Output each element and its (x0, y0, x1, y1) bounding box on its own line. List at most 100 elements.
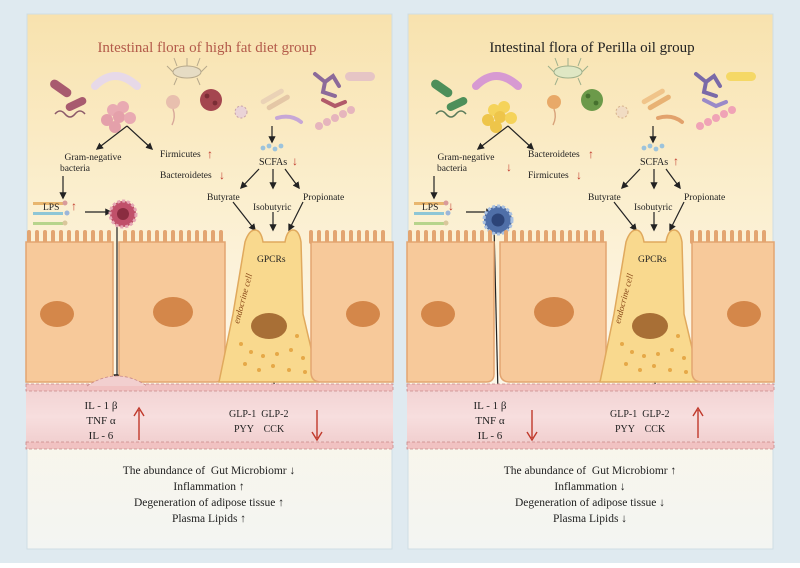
acid-label-butyrate: Butyrate (207, 193, 240, 203)
hormone-line: GLP-1 GLP-2 (610, 409, 669, 420)
phylum-label: Bacteroidetes (160, 171, 212, 181)
granule (243, 362, 247, 366)
granule (670, 348, 674, 352)
granule (301, 356, 305, 360)
bacteria-cluster (50, 57, 375, 133)
gram-negative-label-line2: bacteria (437, 164, 468, 174)
microvilli-row (408, 230, 766, 244)
gpcr-label: GPCRs (257, 255, 286, 265)
bacterium-cluster-cell (113, 111, 125, 123)
bacterium-rod-bundle (641, 88, 665, 105)
granule (271, 364, 275, 368)
bacterium-coccus-dot (204, 93, 210, 99)
bacterium-flagellated (553, 65, 583, 79)
scfa-label: SCFAs (259, 157, 287, 168)
lps-node (443, 220, 449, 226)
cytokine-line: IL - 1 β (474, 400, 507, 412)
cytokine-trend-arrow (133, 406, 145, 440)
lps-bar (33, 212, 63, 215)
scfa-molecules (260, 143, 284, 152)
cytokine-trend-arrow (526, 410, 538, 442)
cell-nucleus (346, 301, 380, 327)
bacterium-cluster-cell (490, 121, 502, 133)
bacterium-branched (702, 98, 728, 109)
bacterium-rod-bundle (260, 88, 284, 105)
bacterium-tail (171, 108, 175, 126)
bacterium-flagellated (172, 65, 202, 79)
outcome-line: Inflammation ↓ (554, 481, 625, 493)
arrow-scfa-to-acid (621, 168, 641, 190)
lps-bar (414, 212, 444, 215)
endocrine-granules (620, 334, 688, 374)
granule (303, 370, 307, 374)
hormone-line: PYY CCK (234, 424, 285, 435)
bacterium-vibrio (275, 114, 303, 124)
bacterium-spiral (435, 110, 467, 118)
bacterium-chain (728, 106, 736, 114)
lps-node (62, 200, 68, 206)
endocrine-cell-body (599, 229, 701, 383)
bacterium-rod (50, 79, 72, 98)
blood-vessel (406, 383, 775, 450)
gram-negative-label-line2: bacteria (60, 164, 91, 174)
granule (289, 348, 293, 352)
lps-node (64, 210, 70, 216)
bacterium-chain (696, 122, 704, 130)
arrow-bacteria-split (126, 125, 154, 150)
blood-vessel (25, 375, 394, 450)
bacterium-coccus-dot (585, 93, 591, 99)
scfa-dot (266, 143, 272, 149)
bacterium-spiral (54, 110, 86, 118)
hormone-line: PYY CCK (615, 424, 666, 435)
acid-label-isobutyric: Isobutyric (634, 203, 673, 213)
bacterium-coccus-dot (212, 100, 218, 106)
panel-title: Intestinal flora of high fat diet group (97, 40, 316, 56)
lps-label: LPS (43, 203, 59, 213)
microvilli-row (27, 230, 385, 244)
vessel-lumen (26, 386, 393, 448)
epithelium (406, 229, 775, 383)
arrow-bacteria-split (476, 125, 509, 150)
granule (682, 356, 686, 360)
arrow-bacteria-split (95, 125, 128, 150)
lps-arrow: ↑ (71, 199, 77, 213)
granule (630, 350, 634, 354)
epithelium (25, 229, 394, 383)
lps-bar (33, 222, 63, 225)
granule (275, 352, 279, 356)
outcome-line: Plasma Lipids ↑ (172, 513, 246, 525)
granule (239, 342, 243, 346)
scfa-label: SCFAs (640, 157, 668, 168)
bacterium-cluster-cell (117, 101, 129, 113)
bacterium-rod-bundle (647, 94, 671, 111)
vessel-wall-top (406, 383, 775, 392)
phylum-arrow: ↓ (576, 168, 582, 182)
vessel-lumen (407, 386, 774, 448)
bacterium-cluster-cell (124, 112, 136, 124)
bacterium-spiky (615, 105, 629, 119)
outcome-line: Degeneration of adipose tissue ↑ (134, 497, 284, 509)
bacterium-vibrio (656, 114, 684, 124)
immune-cell-nucleus (117, 208, 129, 220)
granule (684, 370, 688, 374)
phylum-arrow: ↓ (219, 168, 225, 182)
phylum-arrow: ↓ (506, 160, 512, 174)
acid-label-propionate: Propionate (684, 193, 725, 203)
scfa-arrow: ↓ (292, 154, 298, 168)
arrow-scfa-to-acid (240, 168, 260, 190)
bacterium-cluster-cell (498, 101, 510, 113)
scfa-molecules (641, 143, 665, 152)
gram-negative-label: Gram-negative (65, 153, 122, 163)
vessel-bulge (86, 375, 148, 387)
bacterium-chain (323, 118, 331, 126)
arrow-acid-to-gpcr (288, 201, 304, 232)
bacterium-cluster-cell (101, 114, 113, 126)
cell-nucleus (421, 301, 455, 327)
hormone-trend-arrow (311, 410, 323, 442)
bacterium-chain (712, 114, 720, 122)
phylum-arrow: ↑ (588, 147, 594, 161)
cell-nucleus (727, 301, 761, 327)
lps-bar (33, 202, 63, 205)
gpcr-label: GPCRs (638, 255, 667, 265)
